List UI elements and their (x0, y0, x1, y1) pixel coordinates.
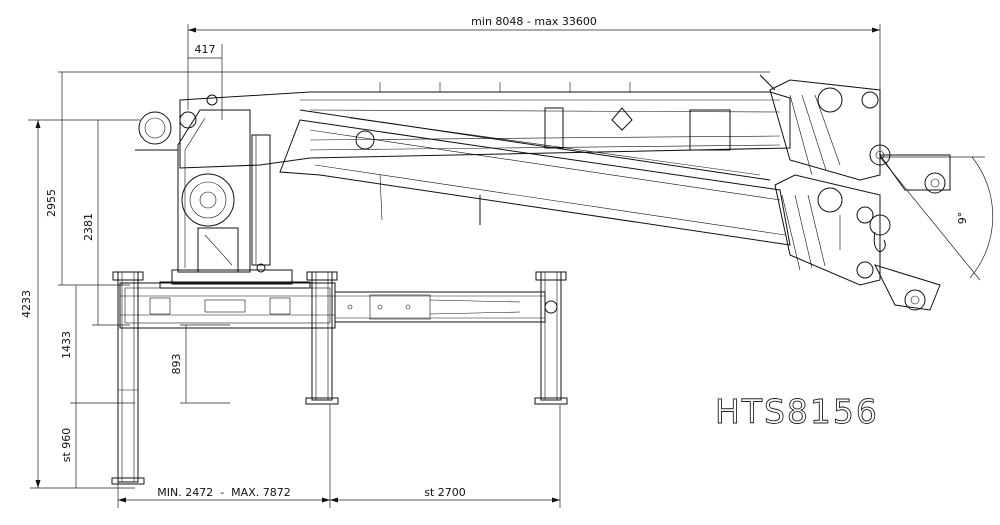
lower-boom-tip (774, 174, 941, 311)
crane-frame (119, 269, 336, 329)
outrigger-span-label: MIN. 2472 - MAX. 7872 (157, 486, 290, 499)
outrigger-leg-right (534, 271, 568, 405)
upper-boom-tip (759, 74, 951, 194)
offset-dimension-label: 417 (195, 43, 216, 56)
outrigger-leg-left (111, 271, 145, 485)
boom-links (299, 109, 771, 181)
outrigger-beam (334, 291, 546, 323)
stroke-horizontal-label: st 2700 (424, 486, 466, 499)
stroke-vertical-label: st 960 (60, 428, 73, 463)
dimension-labels: min 8048 - max 33600 417 4233 2955 2381 … (20, 15, 969, 499)
outrigger-leg-middle (305, 271, 339, 405)
height-base-label: 2381 (82, 213, 95, 241)
dimension-lines (28, 24, 994, 508)
angle-label: 9° (956, 212, 969, 225)
reach-dimension-label: min 8048 - max 33600 (471, 15, 597, 28)
height-total-label: 4233 (20, 290, 33, 318)
height-outrigger-label: 1433 (60, 331, 73, 359)
model-name: HTS8156 (715, 392, 879, 431)
height-column-label: 2955 (45, 189, 58, 217)
height-frame-label: 893 (170, 354, 183, 375)
lower-boom (279, 119, 791, 246)
crane-column (135, 94, 271, 273)
upper-boom (179, 82, 791, 169)
